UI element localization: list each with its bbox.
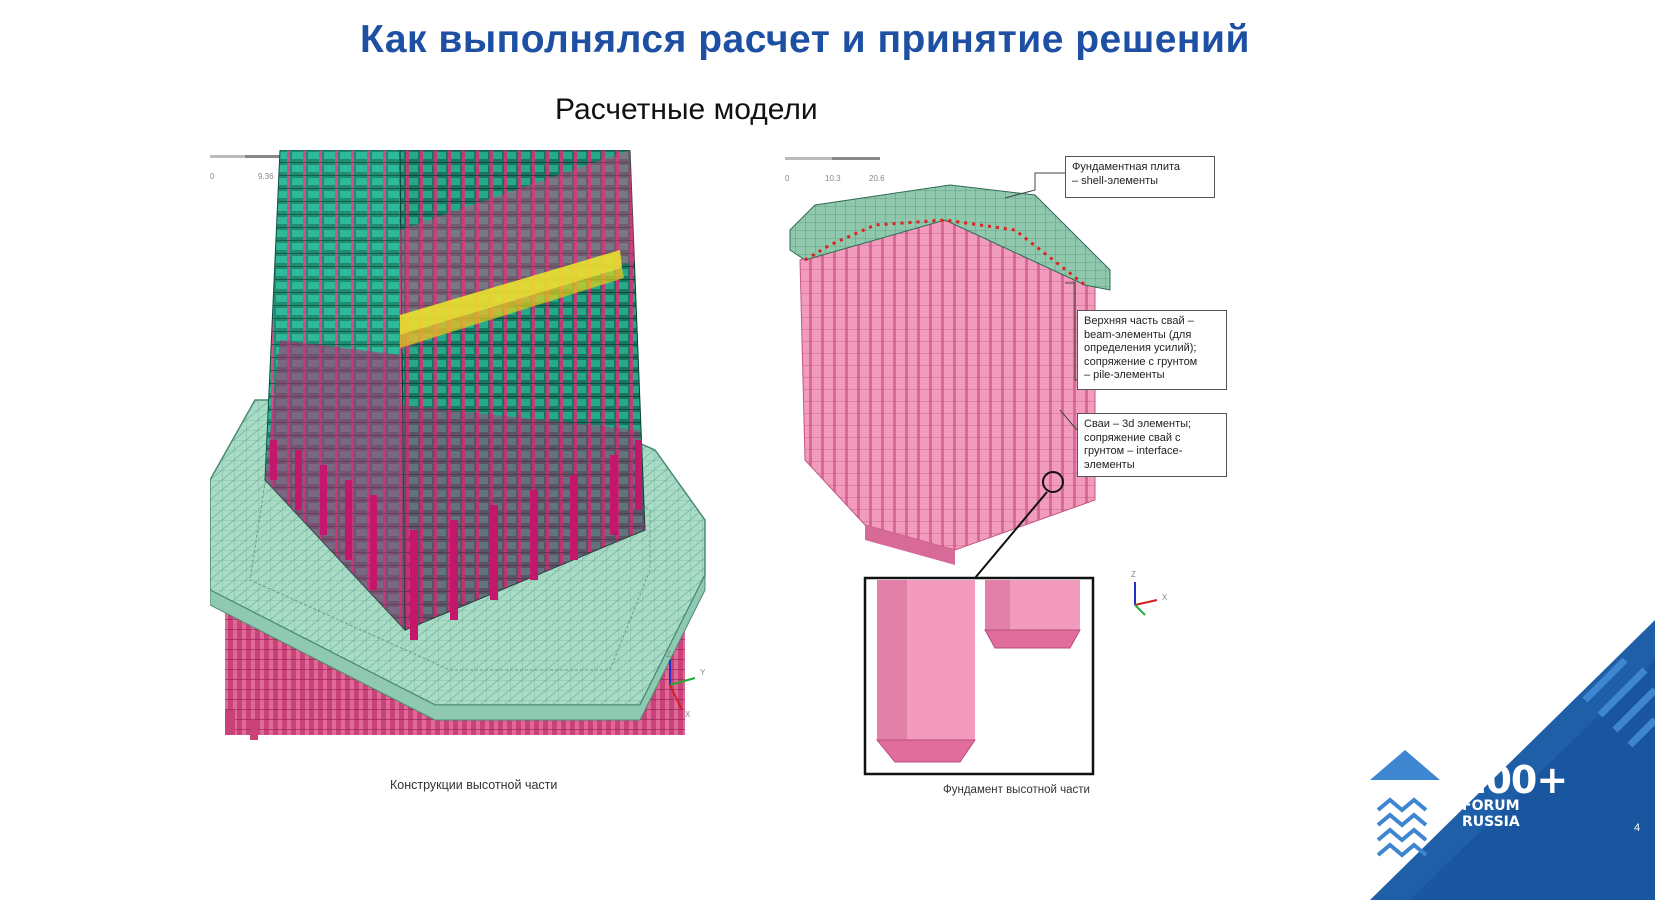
logo-100-plus: 100+ (1460, 758, 1568, 802)
high-rise-model-render (209, 149, 706, 740)
callout-pile-top-line-2: beam-элементы (для (1084, 328, 1192, 341)
slide-subtitle: Расчетные модели (555, 93, 818, 126)
scale-bar (210, 155, 280, 158)
axis-triad-left (669, 660, 696, 711)
callout-slab-line-1: Фундаментная плита (1072, 161, 1181, 173)
left-scale-label-1: 9.36 (258, 172, 274, 181)
callout-piles: Сваи – 3d элементы; сопряжение свай с гр… (1077, 413, 1227, 477)
callout-pile-top-line-1: Верхняя часть свай – (1084, 315, 1194, 327)
left-scale-label-0: 0 (210, 172, 215, 181)
detail-marker (974, 471, 1064, 579)
right-axis-z-label: Z (1131, 570, 1136, 579)
foundation-model-render (785, 157, 1158, 776)
callout-pile-top-line-4: сопряжение с грунтом (1084, 355, 1198, 368)
tower-right-face (399, 149, 646, 631)
scale-bar-right (785, 157, 880, 160)
brand-stripes-graphic (1370, 620, 1655, 900)
callout-piles-line-2: сопряжение свай с (1084, 431, 1181, 444)
axis-triad-right (1134, 582, 1158, 616)
callout-piles-line-3: грунтом – interface- (1084, 445, 1183, 457)
callout-pile-top: Верхняя часть свай – beam-элементы (для … (1077, 310, 1227, 390)
right-scale-label-2: 20.6 (869, 174, 885, 183)
left-axis-x-label: X (685, 710, 691, 719)
tower-columns (270, 440, 642, 640)
right-scale-label-0: 0 (785, 174, 790, 183)
detail-inset (863, 576, 1095, 776)
callout-leaders (1004, 172, 1078, 431)
left-axis-z-label: Z (666, 650, 671, 659)
forum-branding: 100+ FORUM RUSSIA 4 (1370, 620, 1655, 900)
callout-piles-line-1: Сваи – 3d элементы; (1084, 418, 1192, 430)
callout-piles-line-4: элементы (1084, 458, 1135, 471)
right-scale-label-1: 10.3 (825, 174, 841, 183)
right-axis-x-label: X (1162, 593, 1168, 602)
slide-title: Как выполнялся расчет и принятие решений (360, 18, 1250, 61)
right-figure: 0 10.3 20.6 Z X Фундамент высотной части… (785, 150, 1285, 850)
logo-forum: FORUM (1462, 798, 1520, 814)
logo-russia: RUSSIA (1462, 814, 1520, 830)
callout-pile-top-line-5: – pile-элементы (1084, 369, 1165, 381)
callout-slab: Фундаментная плита – shell-элементы (1065, 156, 1215, 198)
left-caption: Конструкции высотной части (390, 778, 558, 792)
left-figure: 0 9.36 Z Y X Конструкции высотной части (209, 149, 755, 795)
right-caption: Фундамент высотной части (943, 784, 1090, 796)
callout-pile-top-line-3: определения усилий); (1084, 342, 1197, 354)
foundation-slab-top (789, 184, 1111, 291)
callout-slab-line-2: – shell-элементы (1072, 174, 1159, 187)
left-axis-y-label: Y (700, 668, 706, 677)
page-number: 4 (1634, 822, 1641, 834)
